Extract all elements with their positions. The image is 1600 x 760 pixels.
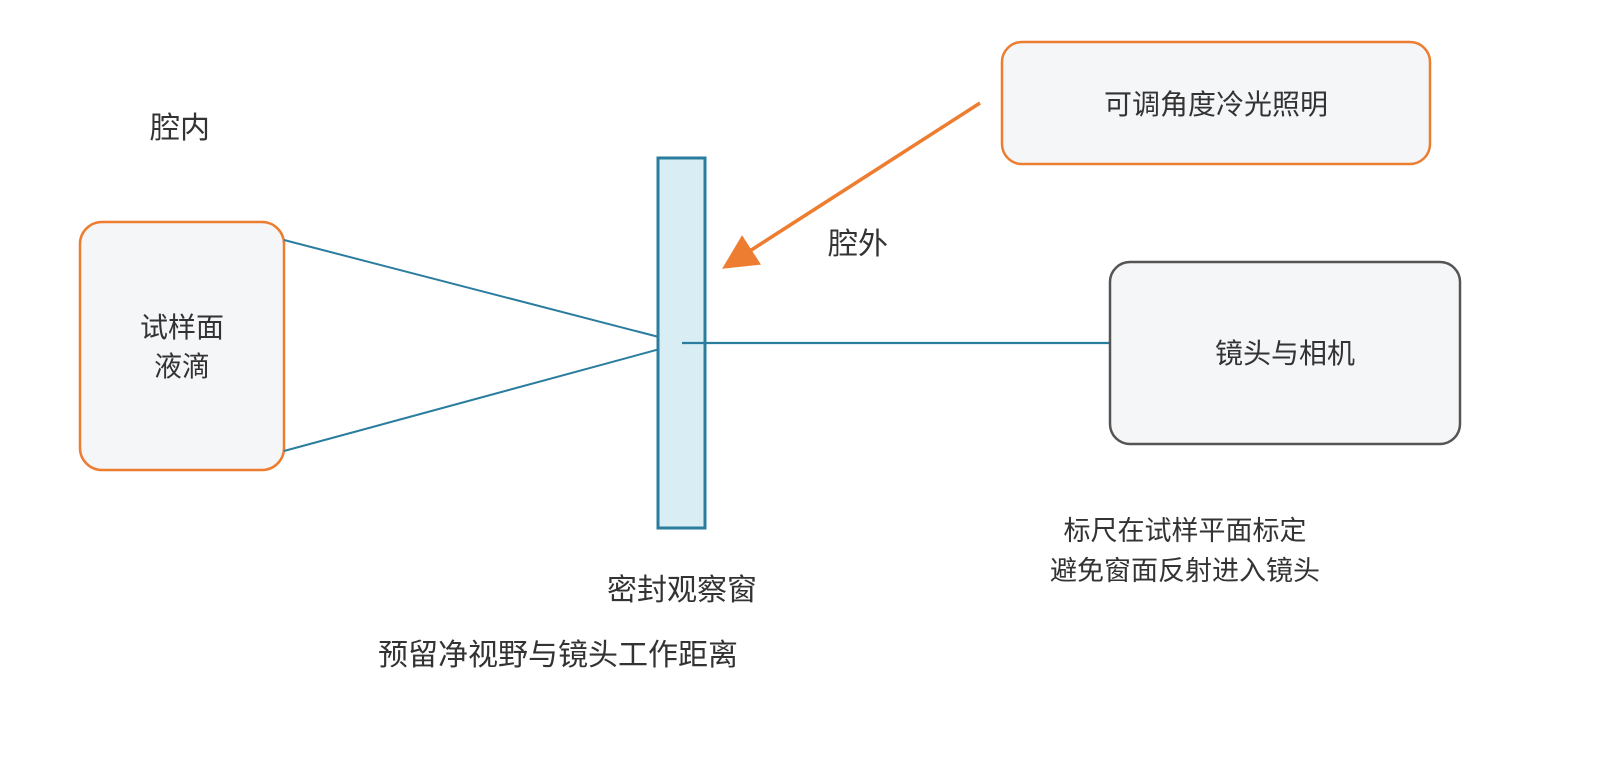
sample-label-line2: 液滴 xyxy=(154,350,210,383)
sample-label-line1: 试样面 xyxy=(140,311,224,344)
calibration-note-line1: 标尺在试样平面标定 xyxy=(1064,516,1307,547)
lighting-box xyxy=(1000,40,1432,166)
ray-lower xyxy=(283,342,683,452)
clearance-note: 预留净视野与镜头工作距离 xyxy=(378,638,738,673)
ray-upper xyxy=(283,239,683,344)
outside-chamber-label: 腔外 xyxy=(828,227,888,262)
lens-camera-box xyxy=(1108,260,1462,446)
sample-droplet-box xyxy=(78,220,286,472)
inside-chamber-label: 腔内 xyxy=(150,111,210,146)
lighting-label: 可调角度冷光照明 xyxy=(1104,88,1328,121)
lighting-arrow xyxy=(722,101,981,269)
calibration-note-line2: 避免窗面反射进入镜头 xyxy=(1050,556,1320,587)
lens-camera-label: 镜头与相机 xyxy=(1215,337,1355,370)
window-caption: 密封观察窗 xyxy=(607,573,757,608)
